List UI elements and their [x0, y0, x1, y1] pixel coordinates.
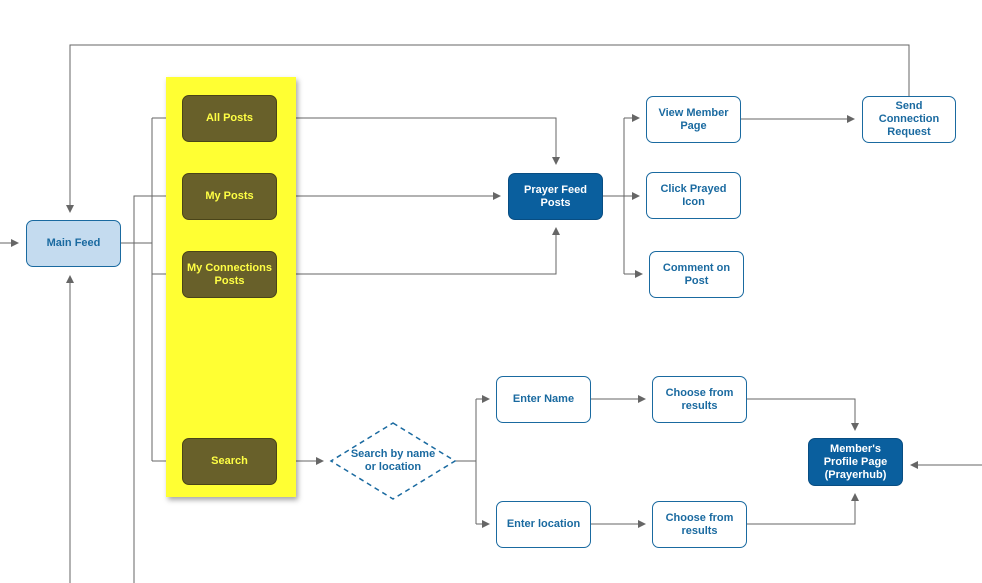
my-posts-node[interactable]: My Posts: [182, 173, 277, 220]
main-feed-node[interactable]: Main Feed: [26, 220, 121, 267]
enter-name-node[interactable]: Enter Name: [496, 376, 591, 423]
all-posts-node[interactable]: All Posts: [182, 95, 277, 142]
choose-from-results-name-node[interactable]: Choose from results: [652, 376, 747, 423]
search-node[interactable]: Search: [182, 438, 277, 485]
search-decision-node[interactable]: Search by name or location: [350, 448, 436, 473]
send-connection-request-node[interactable]: Send Connection Request: [862, 96, 956, 143]
click-prayed-icon-node[interactable]: Click Prayed Icon: [646, 172, 741, 219]
comment-on-post-node[interactable]: Comment on Post: [649, 251, 744, 298]
my-connections-posts-node[interactable]: My Connections Posts: [182, 251, 277, 298]
choose-from-results-location-node[interactable]: Choose from results: [652, 501, 747, 548]
view-member-page-node[interactable]: View Member Page: [646, 96, 741, 143]
enter-location-node[interactable]: Enter location: [496, 501, 591, 548]
prayer-feed-posts-node[interactable]: Prayer Feed Posts: [508, 173, 603, 220]
members-profile-page-node[interactable]: Member's Profile Page (Prayerhub): [808, 438, 903, 486]
